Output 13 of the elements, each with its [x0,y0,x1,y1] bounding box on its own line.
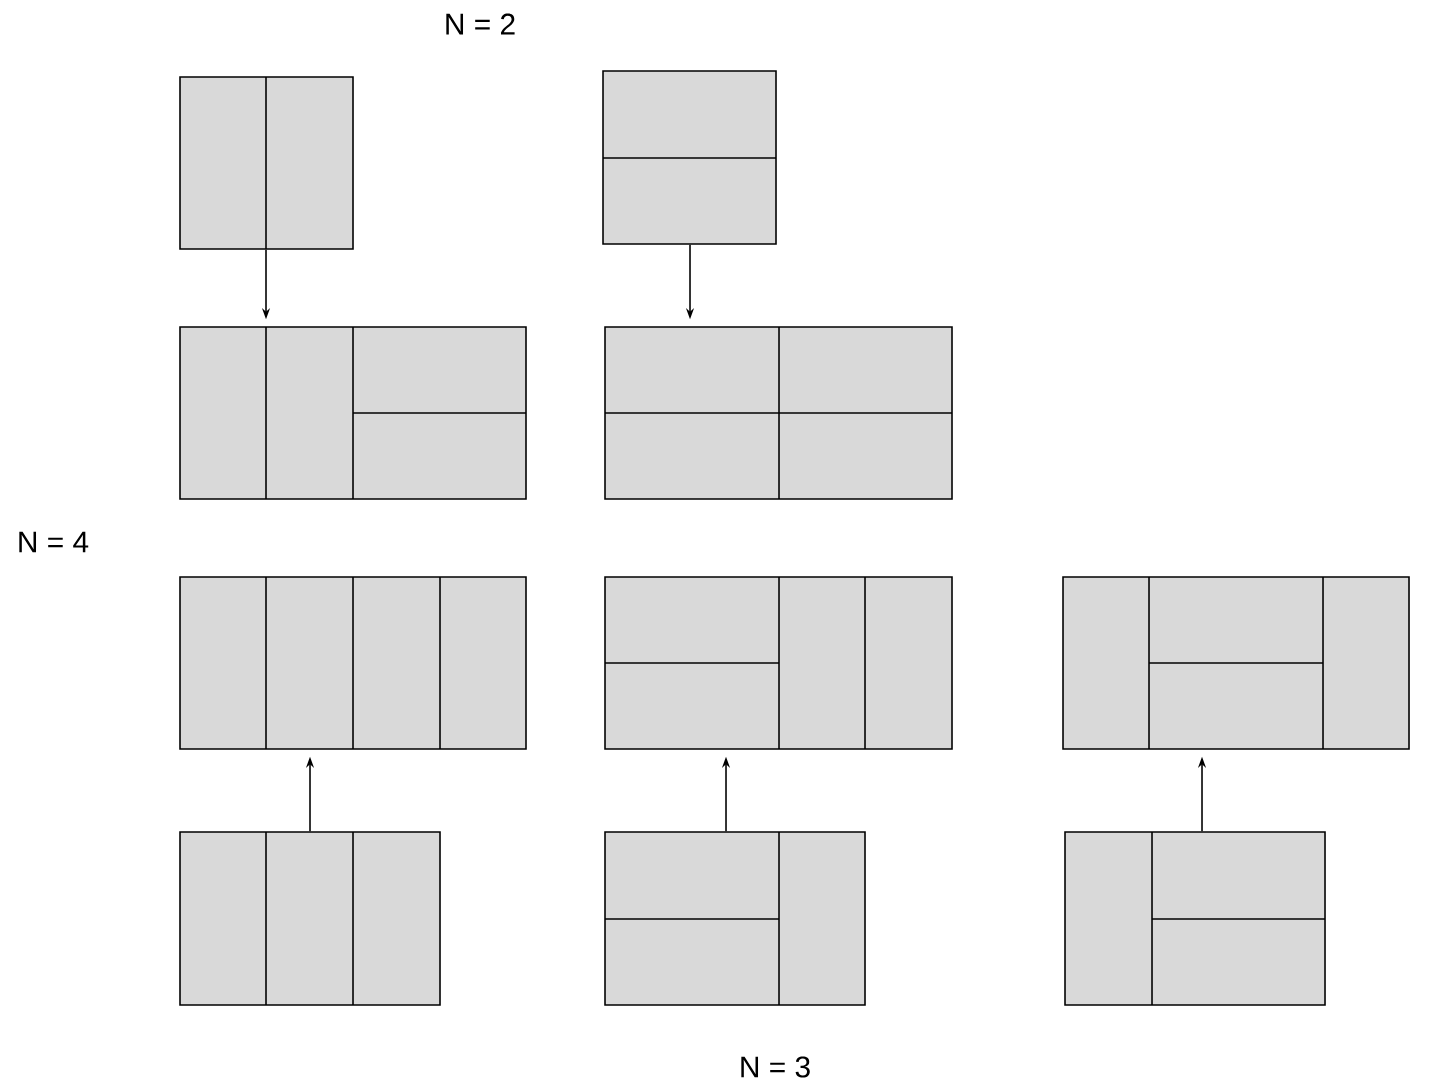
layout-box [179,76,354,250]
layout-box [604,831,866,1006]
layout-box [179,576,527,750]
layout-box [604,326,953,500]
layout-box [179,831,441,1006]
layout-box [1064,831,1326,1006]
layout-box [604,576,953,750]
group-label: N = 3 [741,1056,810,1078]
layout-box [179,326,527,500]
group-label: N = 4 [19,531,89,553]
layout-box [602,70,777,245]
group-label: N = 2 [446,13,515,35]
layout-box [1062,576,1410,750]
